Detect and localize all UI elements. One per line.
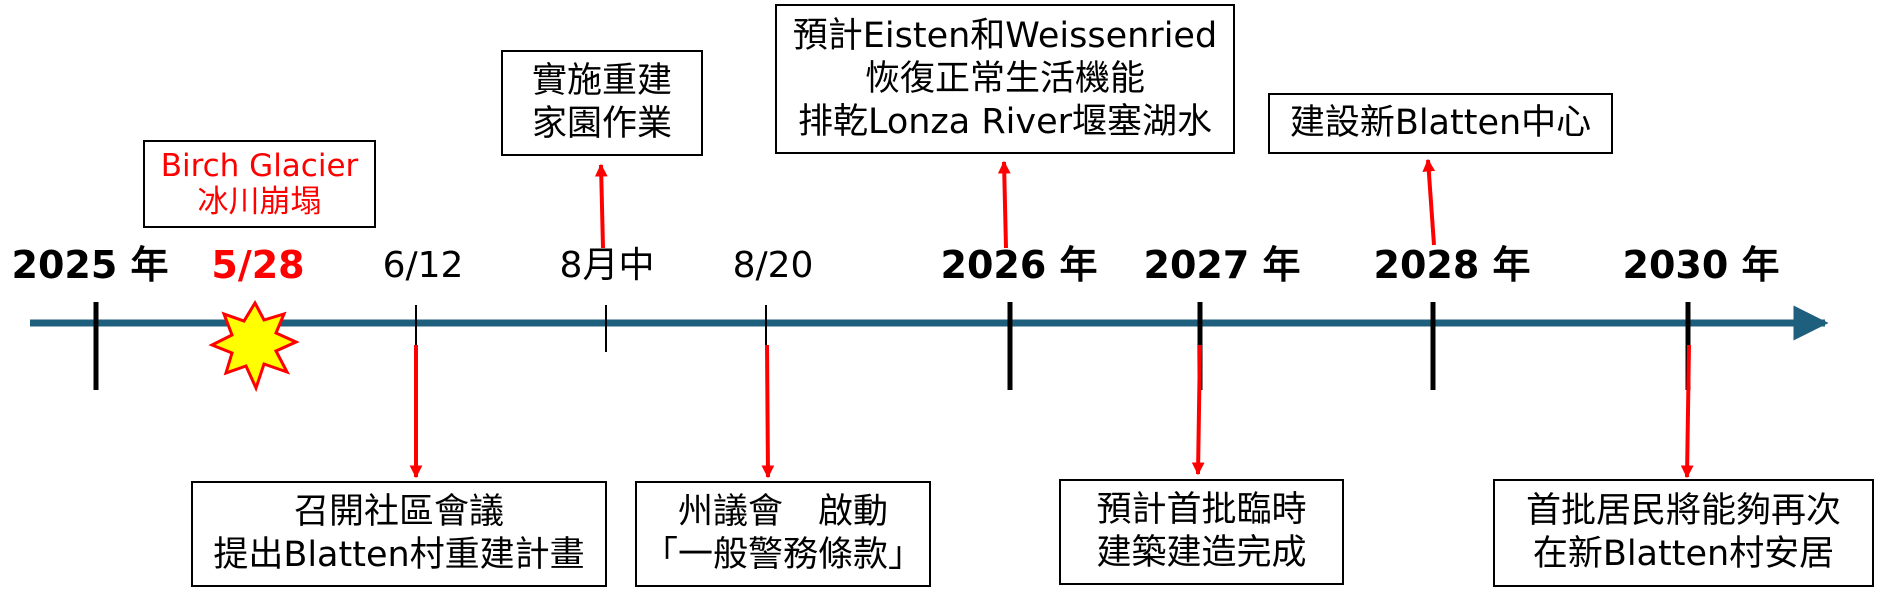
label-2030: 2030 年 [1622, 243, 1780, 287]
label-2028: 2028 年 [1373, 243, 1531, 287]
explosion-burst-icon [208, 299, 300, 393]
event-council-police-clause: 州議會 啟動 「一般警務條款」 [635, 481, 931, 587]
label-aug-mid: 8月中 [559, 245, 655, 286]
event-community-meeting: 召開社區會議 提出Blatten村重建計畫 [191, 481, 607, 587]
label-0612: 6/12 [382, 245, 464, 286]
connector-rebuild [594, 163, 608, 249]
event-glacier-line-2: 冰川崩塌 [197, 184, 322, 220]
connector-residents [1680, 344, 1694, 479]
event-new-center-line-1: 建設新Blatten中心 [1289, 103, 1592, 143]
label-0528: 5/28 [211, 243, 305, 287]
event-first-residents: 首批居民將能夠再次 在新Blatten村安居 [1493, 479, 1874, 587]
connector-council [761, 344, 775, 479]
event-community-line-1: 召開社區會議 [293, 492, 504, 532]
label-0820: 8/20 [732, 245, 814, 286]
event-glacier-line-1: Birch Glacier [160, 148, 359, 184]
event-new-blatten-center: 建設新Blatten中心 [1268, 93, 1613, 154]
label-2025: 2025 年 [11, 243, 169, 287]
event-rebuild-homes: 實施重建 家園作業 [501, 50, 703, 156]
event-temporary-line-1: 預計首批臨時 [1096, 490, 1307, 530]
event-temporary-line-2: 建築建造完成 [1096, 533, 1307, 573]
event-eisten-line-2: 恢復正常生活機能 [864, 58, 1145, 99]
event-residents-line-1: 首批居民將能夠再次 [1525, 491, 1841, 531]
event-eisten-line-1: 預計Eisten和Weissenried [792, 15, 1218, 56]
event-community-line-2: 提出Blatten村重建計畫 [213, 535, 585, 575]
event-council-line-2: 「一般警務條款」 [642, 535, 923, 575]
label-2026: 2026 年 [940, 243, 1098, 287]
event-eisten-weissenried: 預計Eisten和Weissenried 恢復正常生活機能 排乾Lonza Ri… [775, 4, 1235, 154]
event-rebuild-line-2: 家園作業 [531, 104, 672, 144]
event-council-line-1: 州議會 啟動 [677, 492, 888, 532]
event-eisten-line-3: 排乾Lonza River堰塞湖水 [797, 101, 1213, 142]
event-residents-line-2: 在新Blatten村安居 [1532, 534, 1835, 574]
connector-temporary [1191, 344, 1205, 476]
event-rebuild-line-1: 實施重建 [531, 61, 672, 101]
event-temporary-buildings: 預計首批臨時 建築建造完成 [1059, 479, 1344, 585]
event-glacier-collapse: Birch Glacier 冰川崩塌 [143, 140, 376, 228]
label-2027: 2027 年 [1143, 243, 1301, 287]
connector-new-center [1422, 158, 1436, 246]
connector-eisten [997, 160, 1011, 249]
